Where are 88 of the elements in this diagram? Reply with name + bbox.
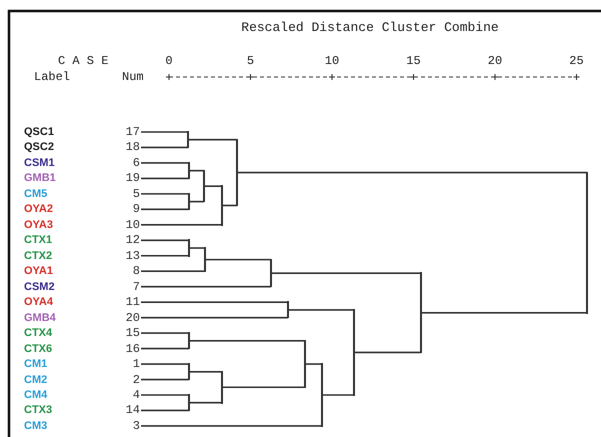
case-number: 17	[126, 125, 140, 139]
case-number: 12	[126, 233, 140, 248]
dendrogram-link	[141, 316, 288, 318]
dendrogram-link	[141, 178, 189, 180]
dendrogram-link	[141, 208, 189, 210]
case-number: 20	[126, 310, 140, 325]
column-header: Label	[34, 71, 70, 83]
case-number: 6	[132, 156, 140, 170]
dendrogram-link	[141, 425, 322, 427]
case-label: GMB4	[24, 310, 56, 325]
dendrogram-link	[141, 254, 189, 257]
tick-label: 10	[324, 55, 340, 67]
dendrogram-link	[205, 185, 222, 187]
case-label: CTX6	[24, 342, 52, 356]
case-label: CSM1	[24, 156, 55, 170]
case-label: GMB1	[24, 171, 56, 186]
case-label: OYA1	[24, 264, 53, 278]
tick-label: 15	[405, 55, 422, 67]
dendrogram-link	[141, 410, 189, 412]
case-number: 11	[126, 295, 140, 310]
case-label: CM3	[24, 418, 48, 433]
dendrogram-link	[422, 312, 587, 314]
dendrogram-link	[190, 402, 222, 404]
case-label: OYA3	[24, 218, 53, 232]
case-label: OYA4	[24, 295, 53, 310]
tick-label: 20	[486, 55, 504, 67]
dendrogram-link	[306, 363, 322, 365]
dendrogram-link	[223, 386, 305, 388]
dendrogram-link	[190, 170, 204, 172]
dendrogram-link	[223, 204, 237, 206]
case-number: 15	[126, 326, 140, 340]
dendrogram-link	[206, 258, 271, 260]
dendrogram-link	[141, 301, 288, 303]
dendrogram-link	[141, 146, 188, 148]
dendrogram-link	[141, 270, 205, 272]
column-header: C A S E	[58, 55, 108, 67]
dendrogram-link	[141, 131, 188, 133]
case-number: 16	[126, 342, 140, 356]
dendrogram-link	[141, 394, 189, 396]
case-number: 9	[132, 202, 140, 216]
dendrogram-link	[190, 200, 204, 202]
case-number: 18	[126, 140, 140, 154]
dendrogram-link	[141, 162, 189, 164]
dendrogram-link	[190, 247, 205, 249]
tick-label: 0	[164, 55, 174, 67]
dendrogram-link	[355, 352, 421, 354]
tick-label: 5	[246, 55, 256, 67]
case-label: OYA2	[24, 202, 53, 216]
dendrogram-link	[141, 286, 271, 288]
case-number: 19	[126, 171, 140, 186]
dendrogram-link	[289, 309, 354, 311]
case-number: 14	[126, 403, 140, 418]
dendrogram-link	[141, 348, 189, 350]
dendrogram-link	[190, 370, 222, 373]
case-number: 5	[132, 186, 140, 201]
case-label: CTX2	[24, 248, 52, 263]
case-number: 7	[132, 280, 140, 294]
case-label: CSM2	[24, 280, 55, 294]
case-number: 8	[132, 264, 140, 278]
dendrogram-link	[190, 340, 305, 342]
dendrogram-link	[272, 272, 421, 274]
case-number: 4	[132, 388, 140, 402]
case-label: CM5	[24, 186, 48, 201]
case-number: 13	[126, 248, 140, 263]
case-label: QSC1	[24, 125, 54, 139]
case-label: CM2	[24, 372, 48, 387]
tick-label: 25	[568, 55, 585, 67]
case-label: CM4	[24, 388, 48, 402]
dendrogram-link	[141, 239, 189, 242]
dendrogram-link	[323, 394, 354, 396]
case-number: 1	[132, 357, 140, 372]
dendrogram-link	[141, 378, 189, 380]
column-header: Num	[122, 71, 144, 83]
chart-title: Rescaled Distance Cluster Combine	[240, 21, 500, 34]
case-number: 2	[132, 372, 140, 387]
case-number: 3	[132, 418, 140, 433]
case-label: CTX4	[24, 326, 52, 340]
case-label: CM1	[24, 357, 48, 372]
case-label: QSC2	[24, 140, 54, 154]
case-number: 10	[126, 218, 140, 232]
dendrogram-link	[141, 363, 189, 365]
dendrogram-link	[141, 193, 189, 195]
dendrogram-link	[189, 138, 237, 141]
dendrogram-link	[141, 332, 189, 334]
dendrogram-link	[141, 224, 222, 226]
case-label: CTX1	[24, 233, 52, 248]
case-label: CTX3	[24, 403, 52, 418]
dendrogram-link	[238, 172, 587, 174]
